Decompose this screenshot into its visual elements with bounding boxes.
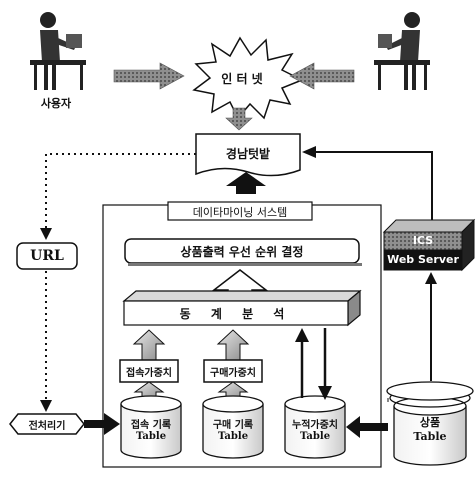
datamining-to-site-arrow xyxy=(226,172,266,194)
site-to-url-dotted-arrow xyxy=(40,228,52,240)
url-label: URL xyxy=(30,248,64,264)
preprocessor-to-access-log-arrow xyxy=(104,413,120,435)
product-table-label: Table xyxy=(413,430,447,443)
url-box xyxy=(16,242,78,270)
stats-label: 동 계 분 석 xyxy=(179,307,293,321)
purchase-log-table-label: Table xyxy=(217,431,249,442)
web-server-label: Web Server xyxy=(387,253,459,266)
stats-to-cumulative-arrow xyxy=(318,386,332,400)
right-user-icon xyxy=(374,12,430,90)
preprocessor-label: 전처리기 xyxy=(28,421,66,432)
access-log-label: 접속 기록 xyxy=(130,420,172,431)
product-to-cumulative-arrow xyxy=(346,416,360,438)
datamining-title-box xyxy=(167,201,313,221)
cumulative-weight-table-label: Table xyxy=(299,431,331,442)
internet-label: 인 터 넷 xyxy=(221,72,263,86)
access-log-table-cylinder xyxy=(120,395,182,459)
datamining-title: 데이타마이닝 서스템 xyxy=(192,206,288,219)
cumulative-weight-label: 누적가중치 xyxy=(292,420,338,431)
url-to-preprocessor-dotted-arrow xyxy=(40,400,52,412)
purchase-log-label: 구매 기록 xyxy=(212,420,254,431)
left-user-icon xyxy=(30,12,86,90)
cumulative-to-stats-arrow xyxy=(295,328,309,342)
site-label: 경남텃밭 xyxy=(225,147,271,161)
purchase-weight-to-stats-arrow xyxy=(216,329,250,361)
user-label: 사용자 xyxy=(40,97,72,110)
purchase-weight-label: 구매가중치 xyxy=(210,368,256,379)
product-table-cylinder xyxy=(386,381,474,466)
stats-box xyxy=(122,289,362,327)
access-log-table-label: Table xyxy=(135,431,167,442)
right-user-to-internet-arrow xyxy=(289,62,355,90)
product-to-ics-arrow xyxy=(425,272,437,284)
access-weight-label: 접속가중치 xyxy=(126,368,172,379)
product-label: 상품 xyxy=(419,416,441,429)
cumulative-weight-table-cylinder xyxy=(284,395,346,459)
internet-burst-shape xyxy=(192,36,304,120)
ics-label: ICS xyxy=(412,234,434,247)
site-document-box xyxy=(195,133,301,177)
priority-label: 상품출력 우선 순위 결정 xyxy=(180,245,304,259)
left-user-to-internet-arrow xyxy=(113,62,185,90)
web-server-to-site-arrow xyxy=(302,146,316,158)
access-weight-to-stats-arrow xyxy=(132,329,166,361)
ics-web-server-box xyxy=(382,218,476,272)
internet-to-site-arrow xyxy=(225,107,253,131)
purchase-log-table-cylinder xyxy=(202,395,264,459)
